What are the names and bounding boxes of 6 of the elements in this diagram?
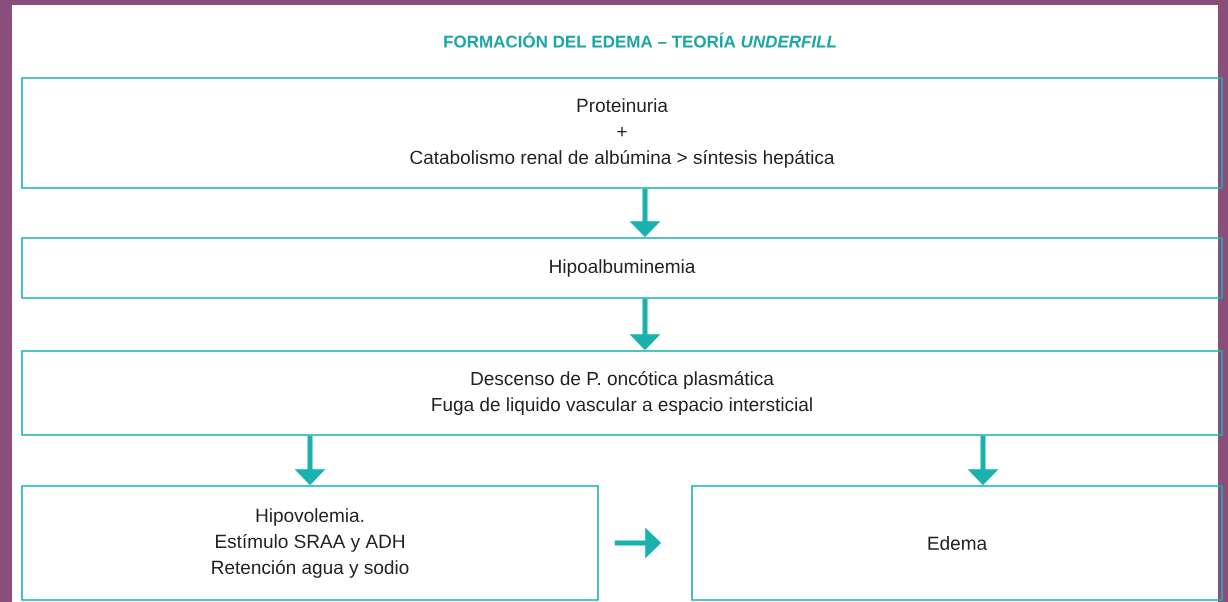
process-box: Edema xyxy=(691,485,1223,601)
process-box: Hipoalbuminemia xyxy=(21,237,1223,299)
process-box: Proteinuria + Catabolismo renal de albúmina > síntesis hepática xyxy=(21,77,1223,189)
title: FORMACIÓN DEL EDEMA – TEORÍA UNDERFILL xyxy=(444,32,836,48)
process-box: Hipovolemia. Estímulo SRAA y ADH Retención agua y sodio xyxy=(21,485,599,601)
process-box: Descenso de P. oncótica plasmática Fuga de liquido vascular a espacio intersticial xyxy=(21,350,1223,436)
